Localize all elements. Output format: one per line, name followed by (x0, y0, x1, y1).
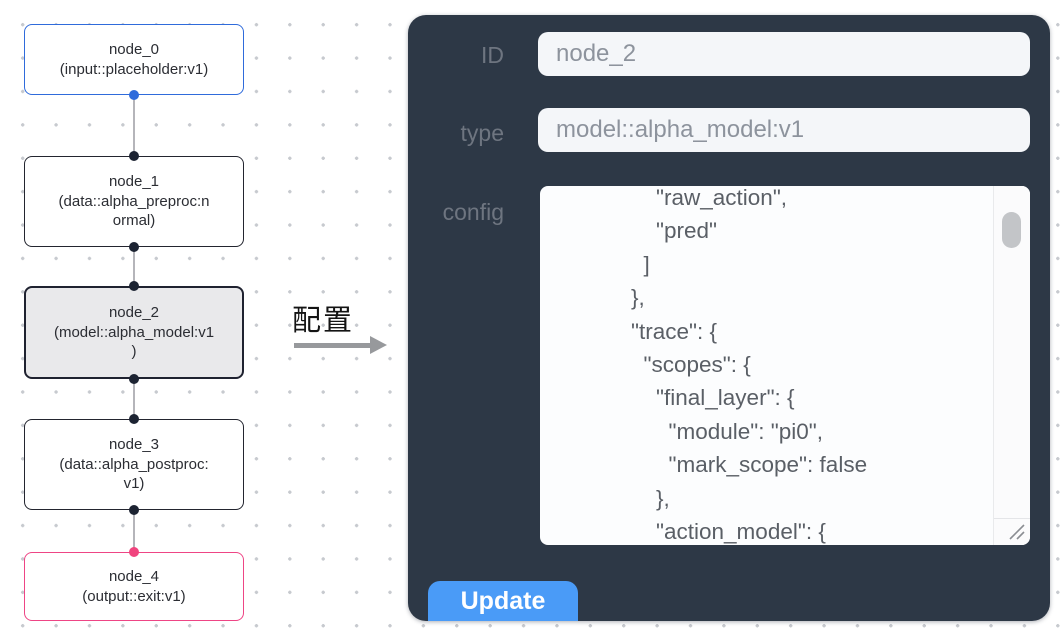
update-button[interactable]: Update (428, 581, 578, 621)
flow-node-node_0[interactable]: node_0 (input::placeholder:v1) (24, 24, 244, 95)
flow-node-node_3[interactable]: node_3 (data::alpha_postproc: v1) (24, 419, 244, 510)
edge-node0-node1 (133, 95, 135, 157)
config-textarea[interactable]: "raw_action", "pred" ] }, "trace": { "sc… (540, 186, 1030, 545)
node-type: (model::alpha_model:v1 ) (53, 323, 215, 361)
node-name: node_2 (108, 304, 160, 322)
node-type: (data::alpha_postproc: v1) (59, 455, 209, 493)
node-name: node_1 (108, 173, 160, 191)
handle-node4-top[interactable] (129, 547, 139, 557)
type-input[interactable] (538, 108, 1030, 152)
edge-node1-node2 (133, 247, 135, 287)
id-input[interactable] (538, 32, 1030, 76)
config-field-label: config (442, 199, 504, 225)
node-name: node_3 (108, 436, 160, 454)
arrow-shaft (294, 343, 370, 348)
edge-node3-node4 (133, 510, 135, 553)
handle-node3-top[interactable] (129, 414, 139, 424)
node-type: (output::exit:v1) (82, 587, 186, 605)
handle-node3-bottom[interactable] (129, 505, 139, 515)
node-name: node_4 (108, 568, 160, 585)
config-scrollbar-track[interactable] (993, 186, 1030, 545)
scrollbar-corner-divider (994, 518, 1030, 519)
handle-node2-top[interactable] (129, 281, 139, 291)
config-annotation-label: 配置 (292, 305, 355, 337)
id-field-label: ID (481, 42, 504, 68)
node-type: (input::placeholder:v1) (59, 60, 209, 78)
type-field-label: type (460, 120, 504, 146)
handle-node2-bottom[interactable] (129, 374, 139, 384)
config-json-content[interactable]: "raw_action", "pred" ] }, "trace": { "sc… (631, 186, 868, 545)
config-scrollbar-thumb[interactable] (1002, 212, 1021, 248)
node-name: node_0 (108, 41, 160, 58)
handle-node0-bottom[interactable] (129, 90, 139, 100)
edge-node2-node3 (133, 379, 135, 420)
node-config-panel: ID type config "raw_action", "pred" ] },… (408, 15, 1050, 621)
flow-node-node_4[interactable]: node_4 (output::exit:v1) (24, 552, 244, 621)
arrow-head (370, 336, 387, 354)
handle-node1-bottom[interactable] (129, 242, 139, 252)
flow-node-node_1[interactable]: node_1 (data::alpha_preproc:n ormal) (24, 156, 244, 247)
right-arrow-icon (294, 335, 394, 355)
handle-node1-top[interactable] (129, 151, 139, 161)
node-type: (data::alpha_preproc:n ormal) (58, 192, 210, 230)
resize-grip-icon[interactable] (1006, 521, 1026, 541)
flow-node-node_2-selected[interactable]: node_2 (model::alpha_model:v1 ) (24, 286, 244, 379)
